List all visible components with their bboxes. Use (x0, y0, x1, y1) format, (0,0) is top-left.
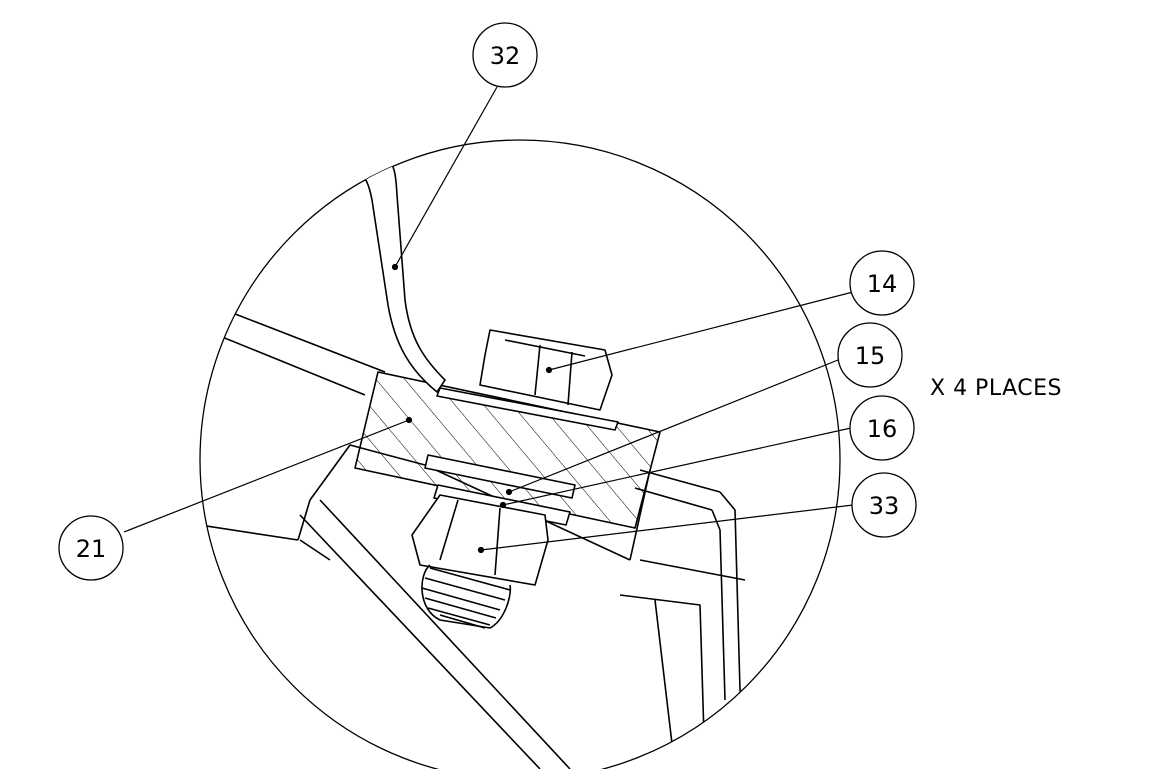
callout-16: 16 (849, 395, 915, 461)
callout-33: 33 (851, 472, 917, 538)
callout-32: 32 (472, 22, 538, 88)
bolt-thread (421, 564, 512, 629)
svg-text:15: 15 (855, 342, 886, 370)
upper-rail (204, 311, 386, 396)
upper-washer (436, 387, 619, 431)
lower-washer-15 (424, 454, 576, 499)
svg-text:21: 21 (76, 535, 107, 563)
svg-text:14: 14 (867, 270, 898, 298)
svg-text:32: 32 (490, 42, 521, 70)
places-note: X 4 PLACES (930, 376, 1062, 401)
hex-nut-bottom (411, 494, 549, 586)
callout-21: 21 (58, 515, 124, 581)
leader-lines (123, 86, 854, 554)
svg-text:16: 16 (867, 415, 898, 443)
callout-15: 15 (837, 322, 903, 388)
callout-14: 14 (849, 250, 915, 316)
bent-rod (359, 159, 446, 393)
svg-text:33: 33 (869, 492, 900, 520)
detail-circle (199, 139, 841, 774)
